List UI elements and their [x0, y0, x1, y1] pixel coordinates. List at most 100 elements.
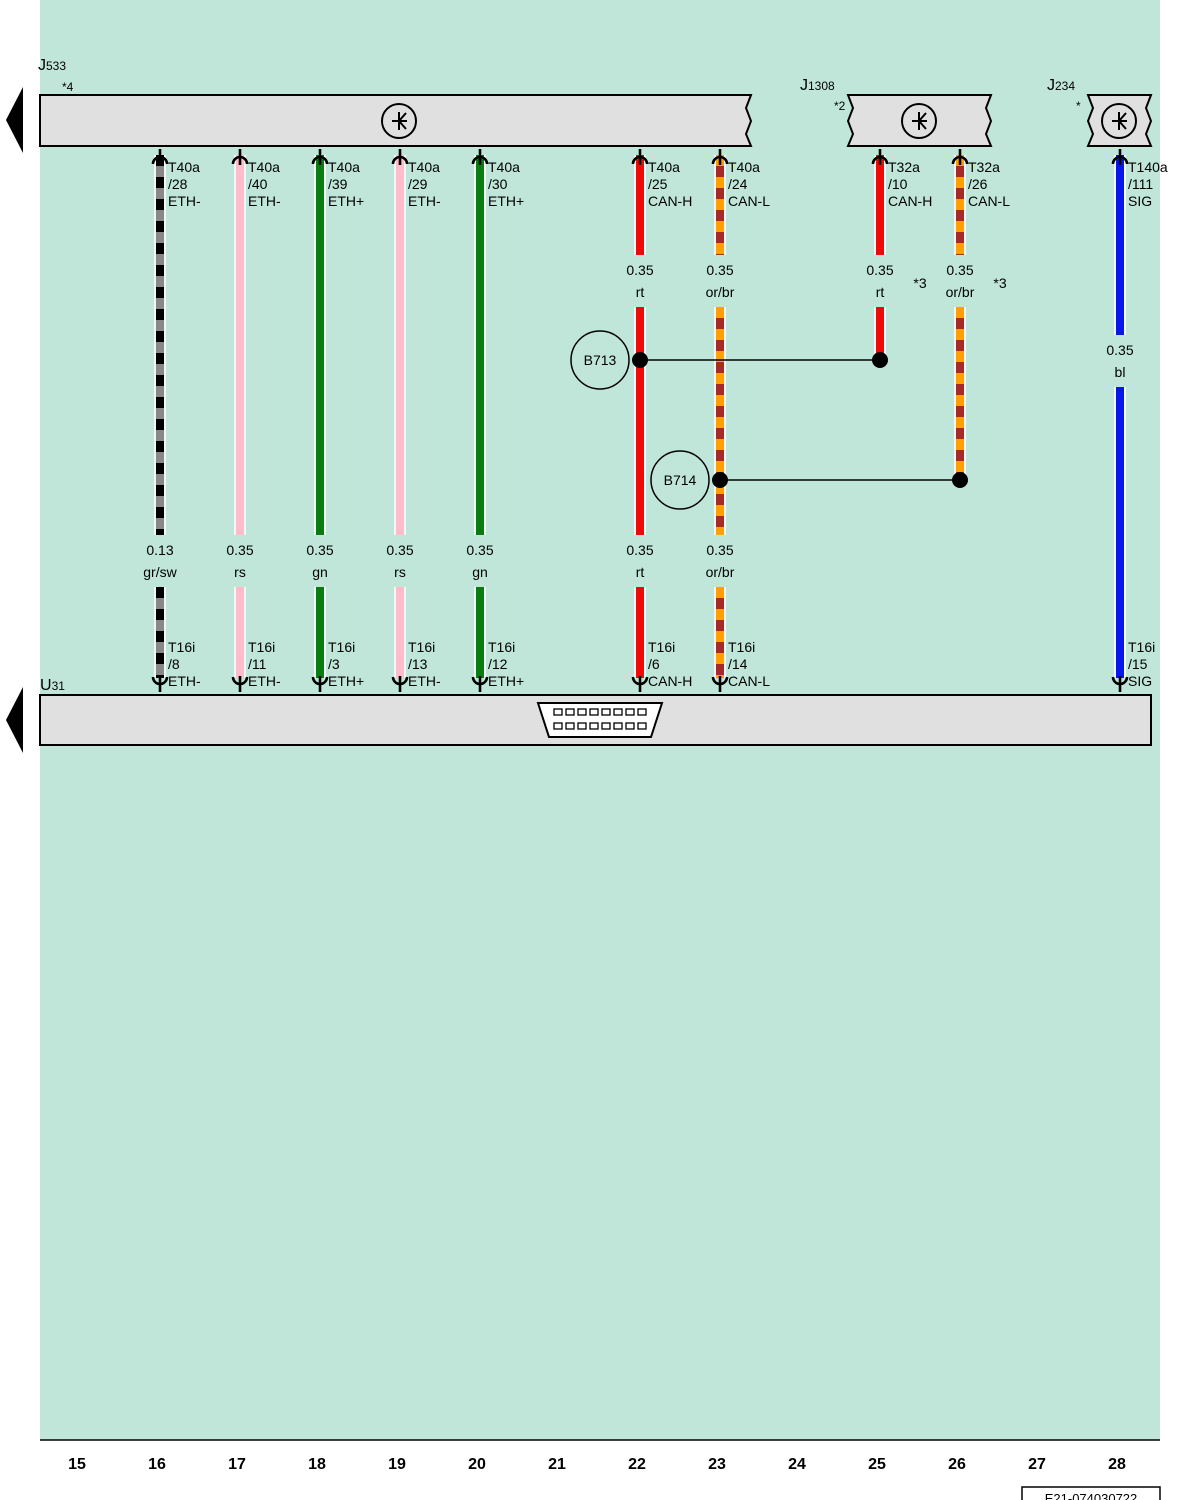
obd-pin — [625, 708, 635, 716]
wire-w22[interactable] — [634, 155, 646, 678]
splice-b714[interactable]: B714 — [650, 450, 710, 510]
module-j234[interactable]: J234 * — [1047, 77, 1153, 147]
wire-color-label: gn — [472, 564, 488, 580]
top-pin-label: /28 — [168, 176, 188, 192]
bottom-pin-label: ETH+ — [488, 673, 524, 689]
pin-connector-icon — [151, 676, 169, 692]
wire-w17[interactable] — [234, 155, 246, 678]
bottom-pin-label: /11 — [248, 656, 267, 672]
obd-pin — [577, 708, 587, 716]
wire-w19[interactable] — [394, 155, 406, 678]
grid-number: 15 — [68, 1456, 86, 1473]
top-pin-label: T40a — [408, 159, 440, 175]
wire-w18[interactable] — [314, 155, 326, 678]
top-pin-label: /26 — [968, 176, 988, 192]
wire-w20[interactable] — [474, 155, 486, 678]
wire-color-label: rt — [876, 284, 885, 300]
top-pin-label: T40a — [248, 159, 280, 175]
module-j533[interactable]: J533 *4 — [38, 57, 753, 147]
obd-pin — [565, 722, 575, 730]
wire-color-label: bl — [1115, 364, 1126, 380]
grid-number: 22 — [628, 1456, 646, 1473]
wire-size-label: 0.35 — [306, 542, 333, 558]
obd-pin — [613, 708, 623, 716]
obd-connector-icon — [536, 702, 664, 738]
wire-color-label: gr/sw — [143, 564, 177, 580]
top-pin-label: T32a — [888, 159, 920, 175]
top-pin-label: T40a — [648, 159, 680, 175]
top-pin-label: T40a — [328, 159, 360, 175]
bottom-pin-label: ETH- — [248, 673, 281, 689]
pin-connector-icon — [711, 676, 729, 692]
pin-connector-icon — [311, 676, 329, 692]
wire-w25[interactable] — [874, 155, 886, 360]
top-pin-label: /25 — [648, 176, 668, 192]
top-pin-label: /111 — [1128, 176, 1153, 192]
obd-pin — [601, 708, 611, 716]
splice-b713[interactable]: B713 — [570, 330, 630, 390]
continuation-arrow-u31[interactable] — [6, 687, 23, 753]
obd-pin — [589, 722, 599, 730]
top-pin-label: T40a — [728, 159, 760, 175]
module-u31[interactable]: U31 — [39, 677, 1152, 746]
splice-b713-label: B713 — [584, 352, 617, 368]
top-pin-label: T32a — [968, 159, 1000, 175]
top-pin-label: ETH- — [408, 193, 441, 209]
module-j1308-name: J1308 — [800, 77, 835, 94]
drawing-id: E21-074030722 — [1045, 1491, 1138, 1500]
splice-dot — [872, 352, 888, 368]
wire-w28[interactable] — [1114, 155, 1126, 678]
module-j234-note: * — [1076, 99, 1081, 113]
module-j234-name: J234 — [1047, 77, 1075, 94]
pin-connector-icon — [871, 149, 889, 165]
top-pin-label: T40a — [488, 159, 520, 175]
wire-color-label: rt — [636, 564, 645, 580]
obd-pin — [637, 708, 647, 716]
top-pin-label: /39 — [328, 176, 348, 192]
bottom-pin-label: ETH- — [408, 673, 441, 689]
top-pin-label: /30 — [488, 176, 508, 192]
ground-symbol-icon — [901, 103, 937, 139]
continuation-arrow-j533[interactable] — [6, 87, 23, 153]
grid-number: 18 — [308, 1456, 326, 1473]
bottom-pin-label: /12 — [488, 656, 508, 672]
labels-layer: T40a/28ETH-0.13gr/swT16i/8ETH-T40a/40ETH… — [143, 159, 1168, 689]
wire-w16[interactable] — [154, 155, 166, 678]
wire-color-label: or/br — [706, 284, 735, 300]
ground-symbol-icon — [1101, 103, 1137, 139]
wire-size-label: 0.35 — [226, 542, 253, 558]
pin-connector-icon — [631, 149, 649, 165]
grid-number: 28 — [1108, 1456, 1126, 1473]
module-j1308[interactable]: J1308 *2 — [800, 77, 993, 147]
bottom-pin-label: ETH+ — [328, 673, 364, 689]
top-pin-label: CAN-L — [968, 193, 1010, 209]
drawing-id-box: E21-074030722 — [1021, 1486, 1161, 1500]
obd-pin — [589, 708, 599, 716]
pin-connector-icon — [631, 676, 649, 692]
bottom-pin-label: T16i — [168, 639, 195, 655]
wire-size-label: 0.35 — [626, 262, 653, 278]
wire-color-label: or/br — [706, 564, 735, 580]
pin-connector-icon — [711, 149, 729, 165]
grid-number: 16 — [148, 1456, 166, 1473]
wire-size-label: 0.35 — [626, 542, 653, 558]
obd-pin — [637, 722, 647, 730]
bottom-pin-label: CAN-L — [728, 673, 770, 689]
grid-number: 19 — [388, 1456, 406, 1473]
obd-pin — [553, 708, 563, 716]
splice-b714-label: B714 — [664, 472, 697, 488]
obd-pin — [601, 722, 611, 730]
bottom-pin-label: T16i — [648, 639, 675, 655]
wire-w23[interactable] — [714, 155, 726, 678]
bottom-pin-label: /15 — [1128, 656, 1148, 672]
grid-number: 20 — [468, 1456, 486, 1473]
module-u31-name: U31 — [40, 677, 65, 694]
wire-note-label: *3 — [993, 275, 1006, 291]
bottom-pin-label: T16i — [408, 639, 435, 655]
top-pin-label: ETH+ — [488, 193, 524, 209]
top-pin-label: /40 — [248, 176, 268, 192]
pin-connector-icon — [391, 149, 409, 165]
wire-note-label: *3 — [913, 275, 926, 291]
wire-w26[interactable] — [954, 155, 966, 480]
